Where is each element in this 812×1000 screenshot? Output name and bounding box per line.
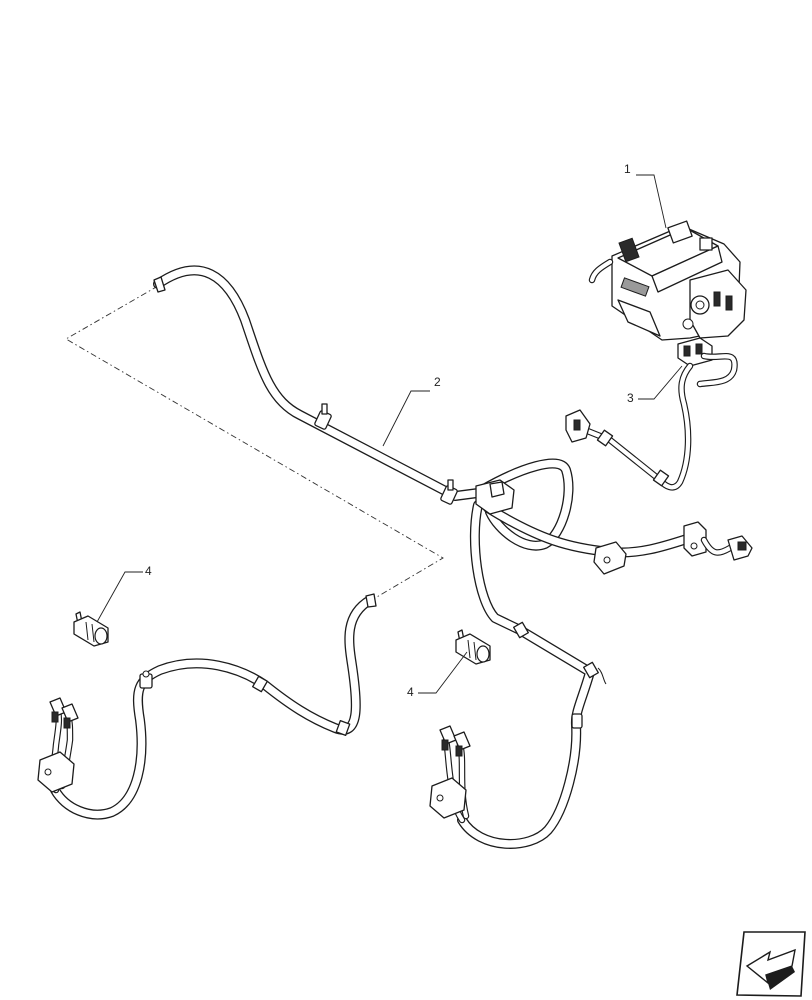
callout-label-4-right: 4 (407, 685, 414, 699)
callout-4-right: 4 (407, 651, 468, 699)
arrow-icon (736, 931, 806, 997)
plug-left (73, 611, 109, 647)
callout-label-4-left: 4 (145, 564, 152, 578)
callout-label-2: 2 (434, 375, 441, 389)
callout-3: 3 (627, 365, 683, 405)
callout-label-3: 3 (627, 391, 634, 405)
valve-block (588, 220, 747, 341)
callout-4-left: 4 (96, 564, 152, 623)
coupler-fitting (565, 337, 738, 491)
plug-right (455, 629, 491, 665)
coupler-pair-left (37, 697, 79, 794)
phantom-reference-line (65, 285, 444, 602)
callout-label-1: 1 (624, 162, 631, 176)
callout-1: 1 (624, 162, 667, 229)
coupler-pair-right (429, 725, 471, 824)
right-side-fitting (683, 521, 753, 561)
main-harness (50, 265, 695, 849)
callout-2: 2 (382, 375, 441, 447)
